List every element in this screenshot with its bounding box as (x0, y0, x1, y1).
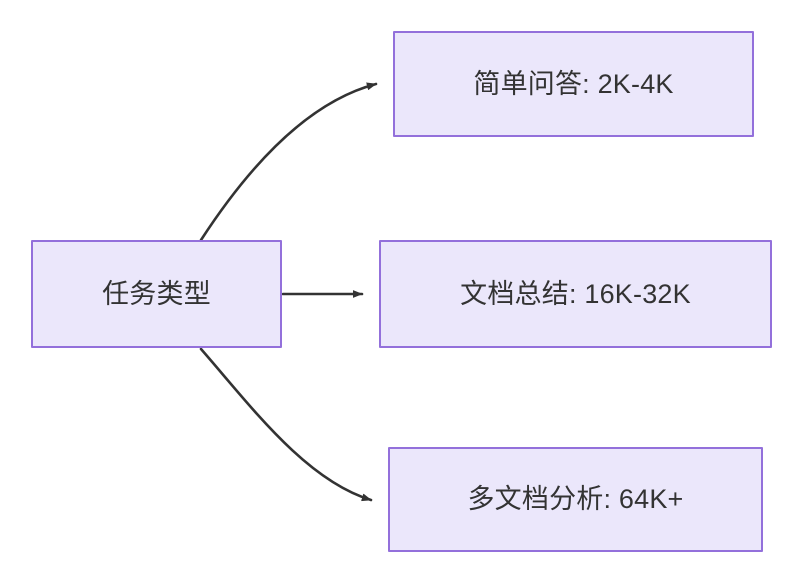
node-label: 任务类型 (102, 278, 211, 309)
node-label: 多文档分析: 64K+ (467, 484, 684, 515)
node-task-type[interactable]: 任务类型 (31, 240, 282, 348)
edge-source-to-simple-qa (199, 82, 378, 242)
node-document-summary[interactable]: 文档总结: 16K-32K (379, 240, 772, 348)
node-label: 文档总结: 16K-32K (460, 278, 691, 309)
node-simple-qa[interactable]: 简单问答: 2K-4K (393, 31, 754, 137)
node-multi-document-analysis[interactable]: 多文档分析: 64K+ (388, 447, 763, 552)
edge-source-to-multi-doc (199, 347, 373, 502)
node-label: 简单问答: 2K-4K (473, 68, 674, 99)
